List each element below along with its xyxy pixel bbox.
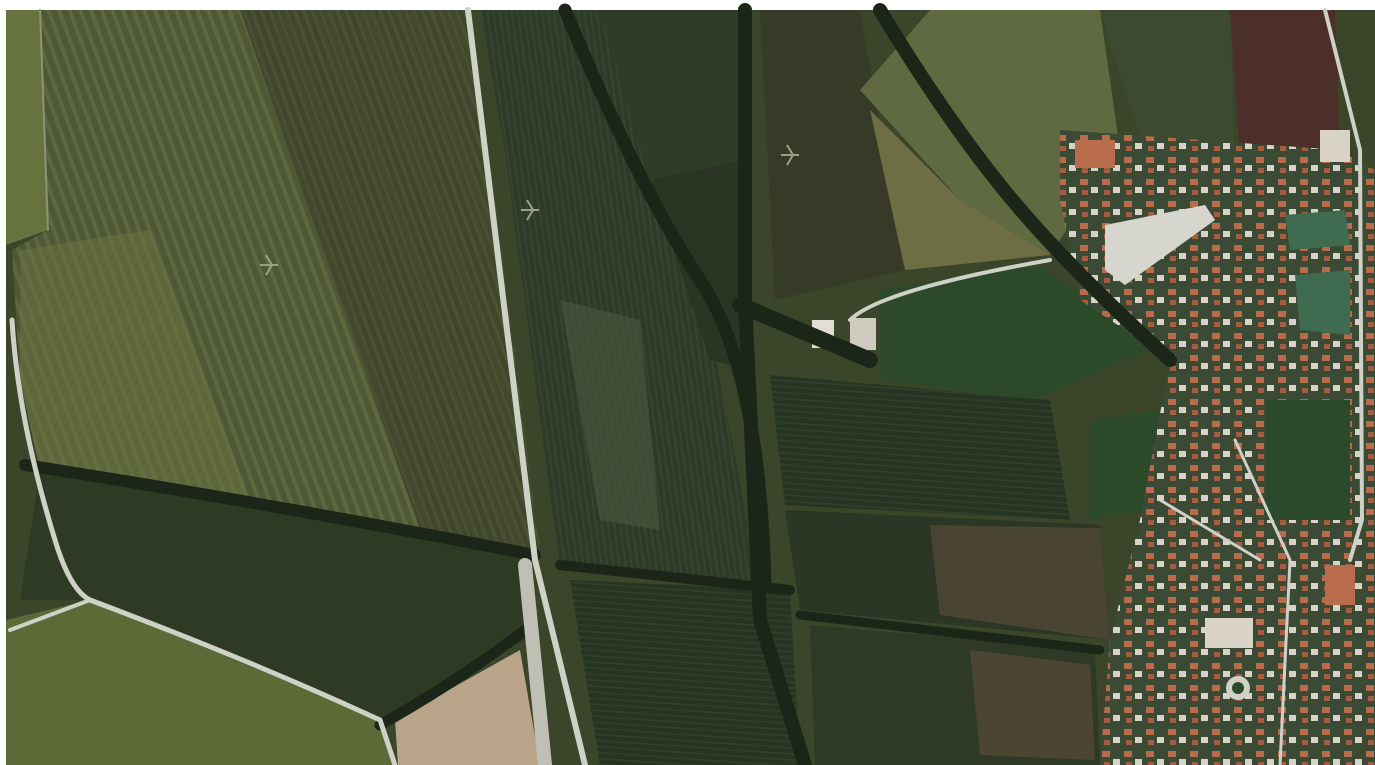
tree-row-south-1: [555, 560, 795, 595]
field-west-light-band: [20, 230, 250, 500]
field-southeast-tan: [970, 650, 1095, 760]
village-building-4: [1320, 130, 1350, 162]
road-village-1: [1233, 438, 1292, 765]
village-building-1: [1205, 618, 1253, 648]
field-south-light: [6, 600, 395, 765]
pylon-2: [521, 199, 539, 221]
tree-rows: [19, 3, 1177, 765]
field-west-dark-band: [240, 10, 540, 550]
field-east-lower-tan: [930, 525, 1110, 640]
field-east-tan: [870, 110, 1050, 270]
vineyard-central: [480, 10, 760, 580]
pylon-3: [781, 144, 799, 166]
tree-row-southwest: [374, 624, 531, 731]
field-west-strip: [6, 10, 48, 245]
road-west-curve: [9, 317, 398, 765]
sports-field: [1265, 400, 1350, 520]
road-main-north-south: [465, 7, 588, 765]
field-village-green: [1090, 410, 1160, 520]
vineyard-south: [570, 580, 800, 765]
field-bare-soil: [395, 650, 540, 765]
pond-north: [1285, 210, 1350, 250]
roundabout-center: [1232, 682, 1244, 694]
road-main-lower: [518, 558, 552, 765]
road-west-spur: [8, 598, 92, 632]
tree-row-south-2: [795, 610, 1105, 655]
tree-row-central-2: [738, 3, 812, 765]
village-building-3: [1075, 140, 1115, 168]
cemetery: [1105, 205, 1215, 285]
roads: [8, 7, 1365, 765]
pond-south: [1295, 270, 1350, 335]
farm-building-2: [850, 318, 876, 350]
field-southwest: [20, 470, 530, 720]
vineyard-east-mid: [770, 375, 1070, 520]
tree-row-west: [19, 459, 541, 561]
tree-row-farm: [732, 297, 878, 368]
vineyard-central-light: [560, 300, 660, 530]
road-farm-access: [848, 258, 1052, 322]
road-west-strip-edge: [39, 9, 49, 231]
road-village-2: [1158, 498, 1262, 562]
village-building-2: [1325, 565, 1355, 605]
field-east-top: [1100, 10, 1235, 160]
aerial-photo: [6, 3, 1375, 765]
road-east-edge: [1323, 8, 1365, 562]
power-pylons: [260, 144, 799, 276]
tree-row-north-arc: [873, 3, 1177, 367]
field-east-brown: [1230, 10, 1340, 160]
field-north-central: [600, 10, 745, 180]
pylon-1: [260, 254, 278, 276]
